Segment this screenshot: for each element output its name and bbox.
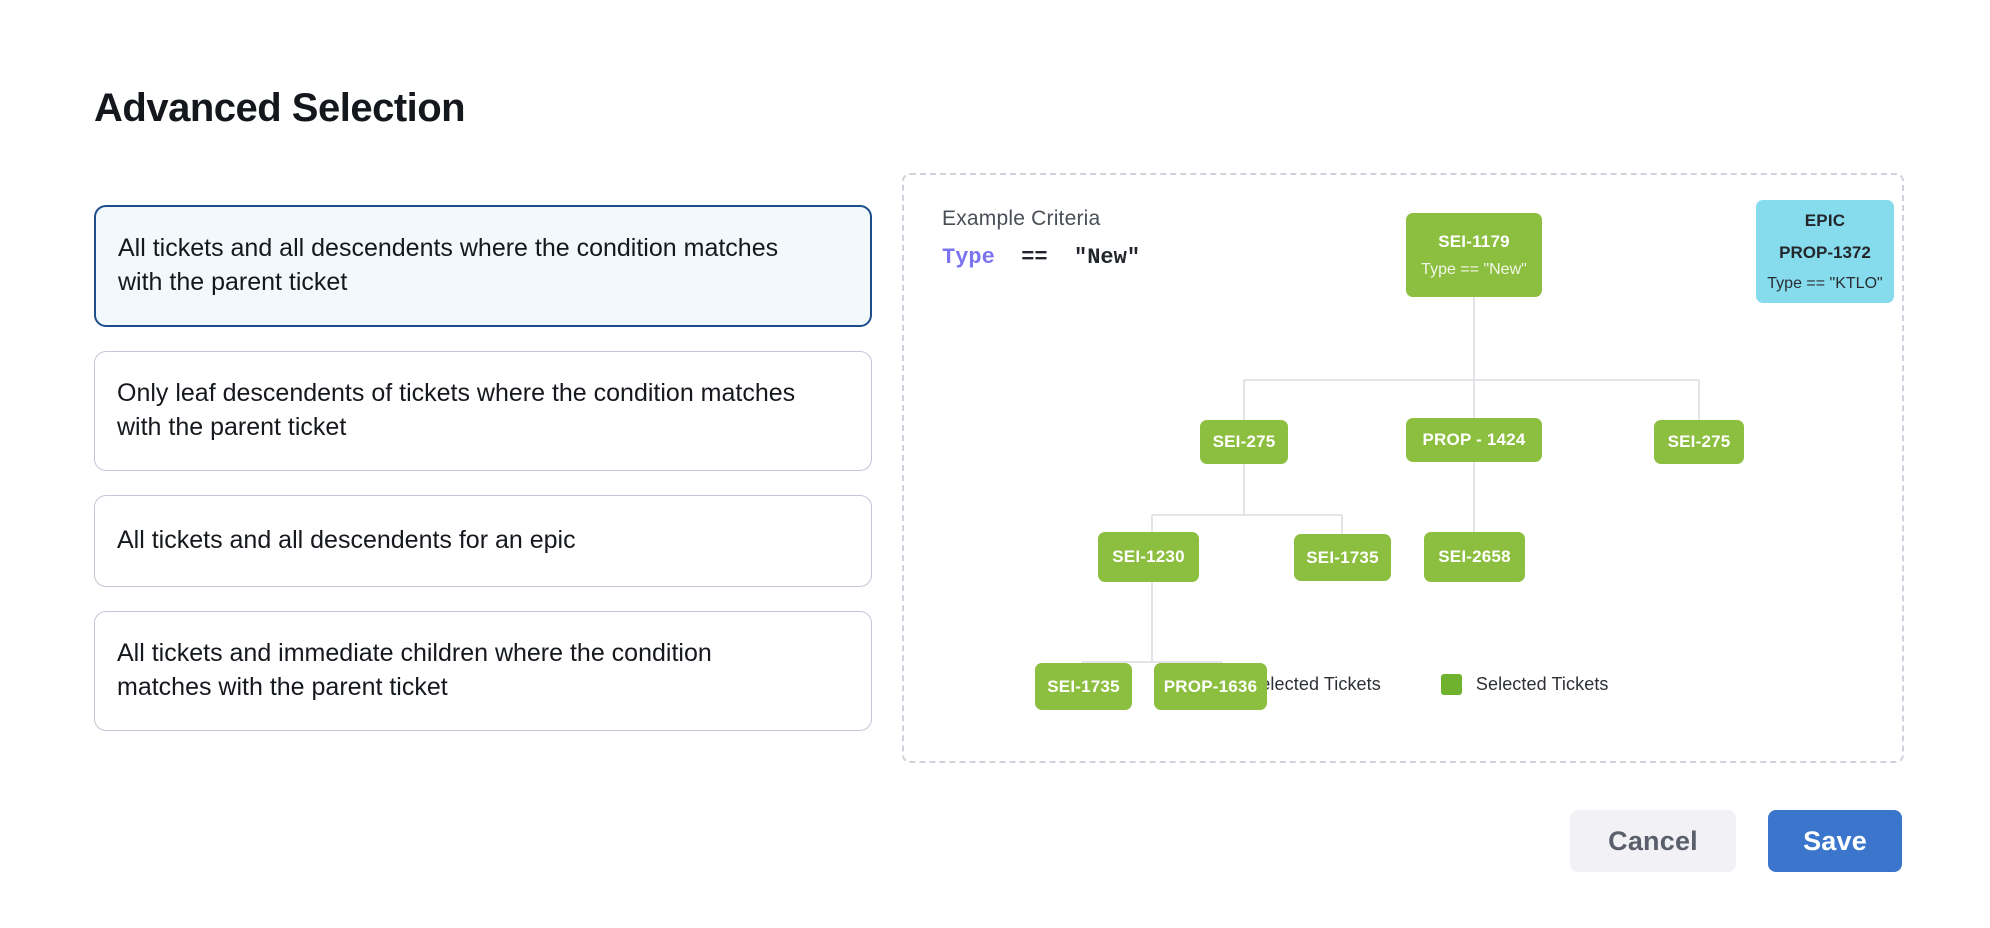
tree-node-prop-1424[interactable]: PROP - 1424	[1406, 418, 1542, 462]
criteria-expression: Type == "New"	[942, 245, 1140, 270]
option-card-leaf-descendents-condition[interactable]: Only leaf descendents of tickets where t…	[94, 351, 872, 471]
tree-node-sei-2658[interactable]: SEI-2658	[1424, 532, 1525, 582]
node-type: EPIC	[1804, 210, 1846, 230]
node-id: PROP-1636	[1163, 676, 1258, 696]
tree-node-sei-1230[interactable]: SEI-1230	[1098, 532, 1199, 582]
node-id: SEI-1230	[1112, 547, 1185, 566]
page-title: Advanced Selection	[94, 85, 466, 130]
criteria-field: Type	[942, 245, 995, 270]
tree-node-prop-1636[interactable]: PROP-1636	[1154, 663, 1267, 710]
node-id: SEI-275	[1212, 432, 1276, 451]
criteria-heading: Example Criteria	[942, 207, 1101, 230]
tree-node-epic-prop-1372[interactable]: EPIC PROP-1372 Type == "KTLO"	[1756, 200, 1894, 303]
option-label: All tickets and all descendents where th…	[118, 234, 779, 296]
dialog-footer: Cancel Save	[1570, 810, 1902, 872]
legend-swatch-selected-icon	[1440, 674, 1462, 695]
node-condition: Type == "KTLO"	[1767, 274, 1883, 292]
example-diagram-panel: Example Criteria Type == "New"	[902, 173, 1904, 763]
legend-label: Selected Tickets	[1475, 674, 1609, 694]
tree-node-sei-1735-mid[interactable]: SEI-1735	[1294, 534, 1391, 581]
tree-node-sei-275-left[interactable]: SEI-275	[1200, 420, 1288, 464]
node-id: SEI-1179	[1438, 231, 1510, 251]
node-condition: Type == "New"	[1421, 260, 1527, 278]
selection-options-list: All tickets and all descendents where th…	[94, 205, 872, 731]
node-id: SEI-2658	[1438, 547, 1511, 566]
option-label: Only leaf descendents of tickets where t…	[117, 379, 796, 441]
tree-node-sei-1179[interactable]: SEI-1179 Type == "New"	[1406, 213, 1542, 297]
option-label: All tickets and immediate children where…	[117, 639, 712, 701]
option-card-all-descendents-condition[interactable]: All tickets and all descendents where th…	[94, 205, 872, 327]
node-id: SEI-1735	[1047, 676, 1120, 696]
tree-node-sei-275-right[interactable]: SEI-275	[1654, 420, 1744, 464]
node-id: PROP-1372	[1779, 242, 1871, 262]
option-label: All tickets and all descendents for an e…	[117, 526, 576, 554]
node-id: SEI-275	[1667, 432, 1731, 451]
node-id: PROP - 1424	[1422, 430, 1526, 449]
ticket-hierarchy-tree: SEI-1179 Type == "New" EPIC PROP-1372 Ty…	[904, 175, 1902, 761]
criteria-operator: ==	[1021, 245, 1048, 270]
legend-item-selected: Selected Tickets	[1440, 674, 1609, 695]
cancel-button[interactable]: Cancel	[1570, 810, 1736, 872]
criteria-value: "New"	[1074, 245, 1141, 270]
save-button[interactable]: Save	[1768, 810, 1902, 872]
node-id: SEI-1735	[1306, 547, 1379, 567]
option-card-all-descendents-epic[interactable]: All tickets and all descendents for an e…	[94, 495, 872, 587]
option-card-immediate-children-condition[interactable]: All tickets and immediate children where…	[94, 611, 872, 731]
tree-node-sei-1735-bottom[interactable]: SEI-1735	[1035, 663, 1132, 710]
